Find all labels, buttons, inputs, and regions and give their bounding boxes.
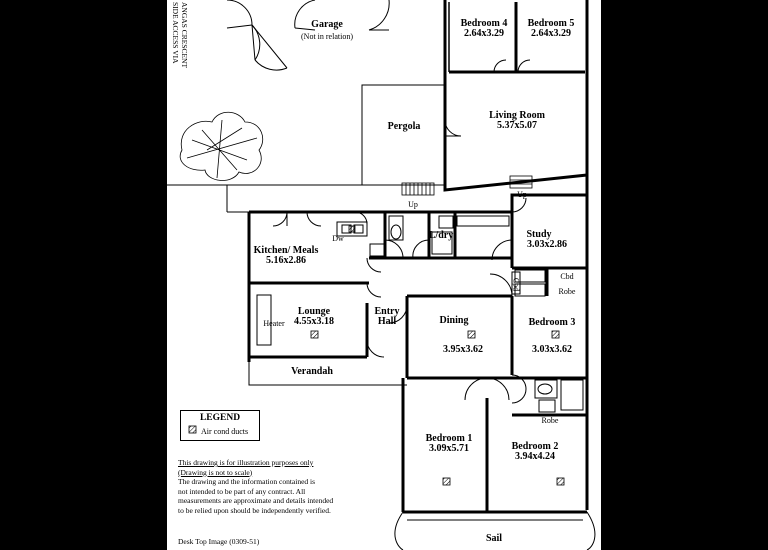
- bedroom2-robe-label: Robe: [541, 416, 559, 425]
- bedroom2-dims: 3.94x4.24: [515, 451, 555, 462]
- dining-label: Dining: [439, 315, 469, 326]
- living-room-dims: 5.37x5.07: [497, 120, 537, 131]
- disclaimer-line-1: This drawing is for illustration purpose…: [178, 458, 314, 467]
- garage-note: (Not in relation): [301, 32, 353, 41]
- sail-label: Sail: [485, 533, 503, 544]
- legend-air-cond-label: Air cond ducts: [201, 427, 249, 436]
- rear-wing-walls: [443, 0, 589, 230]
- verandah-outline: [248, 362, 407, 386]
- lounge-label: Lounge: [297, 306, 331, 317]
- bedroom1-label: Bedroom 1: [425, 433, 473, 444]
- steps: [401, 175, 533, 196]
- bedroom3-label: Bedroom 3: [528, 317, 576, 328]
- disclaimer: This drawing is for illustration purpose…: [178, 458, 408, 515]
- cupboard-label: Cbd: [560, 272, 574, 281]
- legend-title: LEGEND: [199, 413, 241, 423]
- garage-label: Garage: [311, 19, 343, 30]
- side-access-line-1: SIDE ACCESS VIA: [171, 2, 180, 64]
- legend-box: LEGEND Air cond ducts: [180, 410, 260, 441]
- floor-plan-sheet: SIDE ACCESS VIA ANGAS CRESCENT Garage (N…: [167, 0, 601, 550]
- pergola-outline: [361, 84, 446, 186]
- footer-reference: Desk Top Image (0309-51): [178, 537, 260, 546]
- steps-up-label-2: Up: [517, 190, 527, 199]
- disclaimer-body-3: measurements are approximate and details…: [178, 496, 334, 505]
- bedroom4-dims: 2.64x3.29: [464, 28, 504, 39]
- laundry-label: L/dry: [428, 230, 454, 241]
- garden-tree: [179, 111, 263, 181]
- study-label: Study: [526, 229, 552, 240]
- fixtures: [256, 215, 584, 413]
- heater-label: Heater: [263, 319, 285, 328]
- side-access-note: SIDE ACCESS VIA ANGAS CRESCENT: [169, 2, 195, 72]
- bedroom3-dims: 3.03x3.62: [532, 344, 572, 355]
- cpd-label: Cpd: [511, 277, 521, 292]
- steps-up-label-1: Up: [408, 200, 418, 209]
- garage-door-arcs: [226, 0, 390, 71]
- bedroom4-label: Bedroom 4: [460, 18, 508, 29]
- bedroom5-dims: 2.64x3.29: [531, 28, 571, 39]
- bedroom2-label: Bedroom 2: [511, 441, 559, 452]
- side-access-line-2: ANGAS CRESCENT: [180, 2, 189, 69]
- disclaimer-body-1: The drawing and the information containe…: [178, 477, 316, 486]
- dishwasher-label: Dw: [332, 234, 344, 243]
- floor-plan-drawing: [167, 0, 596, 550]
- disclaimer-body-4: to be relied upon should be independentl…: [178, 505, 331, 515]
- dining-dims: 3.95x3.62: [443, 344, 483, 355]
- entry-label: Entry: [374, 306, 400, 317]
- disclaimer-line-2: (Drawing is not to scale): [178, 467, 253, 477]
- main-house-walls: [247, 193, 589, 514]
- study-dims: 3.03x2.86: [527, 239, 567, 250]
- verandah-label: Verandah: [291, 366, 333, 377]
- kitchen-dims: 5.16x2.86: [266, 255, 306, 266]
- bedroom1-dims: 3.09x5.71: [429, 443, 469, 454]
- study-robe-label: Robe: [558, 287, 576, 296]
- bedroom5-label: Bedroom 5: [527, 18, 575, 29]
- hall-label: Hall: [377, 316, 397, 327]
- kitchen-label: Kitchen/ Meals: [253, 245, 319, 256]
- lounge-dims: 4.55x3.18: [294, 316, 334, 327]
- air-cond-duct-markers: [188, 225, 565, 486]
- disclaimer-body-2: not intended to be part of any contract.…: [178, 486, 306, 496]
- pergola-label: Pergola: [387, 121, 421, 132]
- living-room-label: Living Room: [489, 110, 545, 121]
